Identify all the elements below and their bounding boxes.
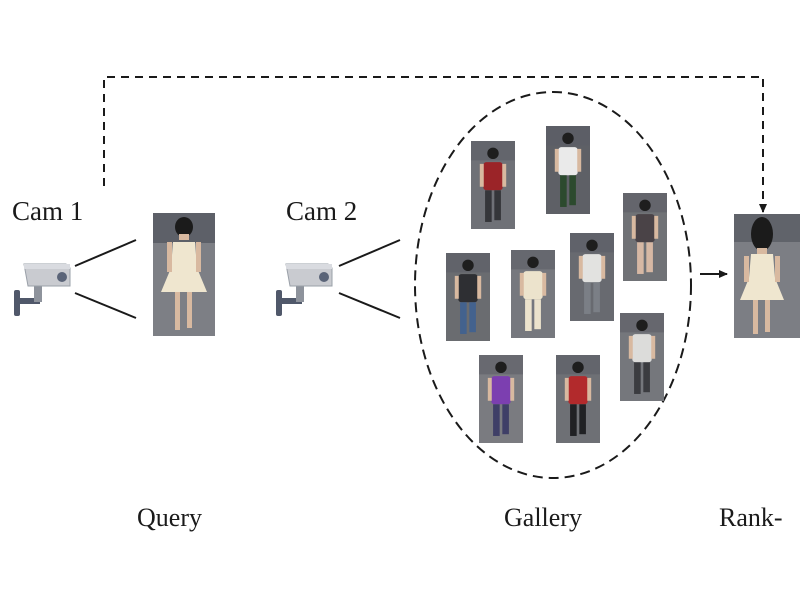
gallery-images: [446, 126, 667, 443]
camera-1-label: Cam 1: [12, 196, 84, 226]
feedback-dashed-arrow: [103, 76, 767, 213]
rank-caption: Rank-: [719, 503, 783, 532]
gallery-thumb-red-shirt-walker: [471, 141, 515, 229]
gallery-thumb-matching-dress-walker: [511, 250, 555, 338]
gallery-thumb-backpack-walker: [570, 233, 614, 321]
camera-2-label: Cam 2: [286, 196, 358, 226]
camera-2-view-top: [338, 239, 401, 267]
query-caption: Query: [137, 503, 202, 532]
gallery-thumb-black-shirt-walker: [446, 253, 490, 341]
gallery-ellipse: [414, 91, 692, 479]
gallery-thumb-red-black-walker: [556, 355, 600, 443]
gallery-thumb-white-shirt-walker: [546, 126, 590, 214]
query-image: [153, 213, 215, 336]
camera-2-icon: [276, 263, 333, 316]
gallery-thumb-bag-walker: [620, 313, 664, 401]
gallery-thumb-dark-dress-walker: [623, 193, 667, 281]
camera-1-view-bottom: [74, 292, 137, 319]
camera-2-view-bottom: [338, 292, 401, 319]
gallery-caption: Gallery: [504, 503, 582, 532]
camera-1-icon: [14, 263, 71, 316]
rank-result-image: [734, 214, 800, 338]
camera-1-view-top: [74, 239, 137, 267]
gallery-thumb-purple-shirt-walker: [479, 355, 523, 443]
